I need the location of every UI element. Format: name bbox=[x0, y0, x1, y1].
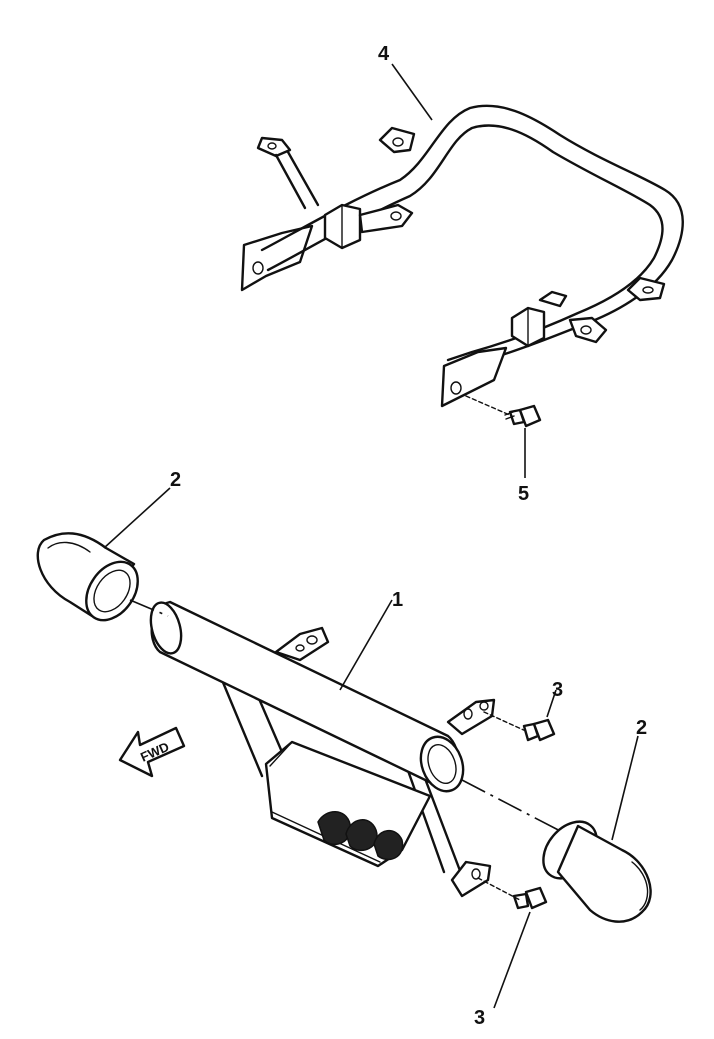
callout-part-1: 1 bbox=[392, 589, 403, 611]
fwd-direction-arrow: FWD bbox=[118, 726, 186, 778]
callout-part-3-lower: 3 bbox=[474, 1007, 485, 1029]
grab-bar-part-4 bbox=[240, 104, 684, 408]
bumper-bar-part-1 bbox=[149, 599, 496, 898]
end-cap-right-part-2 bbox=[461, 735, 652, 923]
bolt-part-3-lower bbox=[477, 877, 548, 1009]
callout-part-2-right: 2 bbox=[636, 717, 647, 739]
callout-part-2-left: 2 bbox=[170, 469, 181, 491]
callout-part-3-upper: 3 bbox=[552, 679, 563, 701]
bolt-part-3-upper bbox=[483, 689, 557, 742]
end-cap-left-part-2 bbox=[36, 487, 171, 622]
callout-part-4: 4 bbox=[378, 43, 390, 65]
bolt-part-5 bbox=[465, 395, 542, 478]
callout-part-5: 5 bbox=[518, 483, 529, 505]
